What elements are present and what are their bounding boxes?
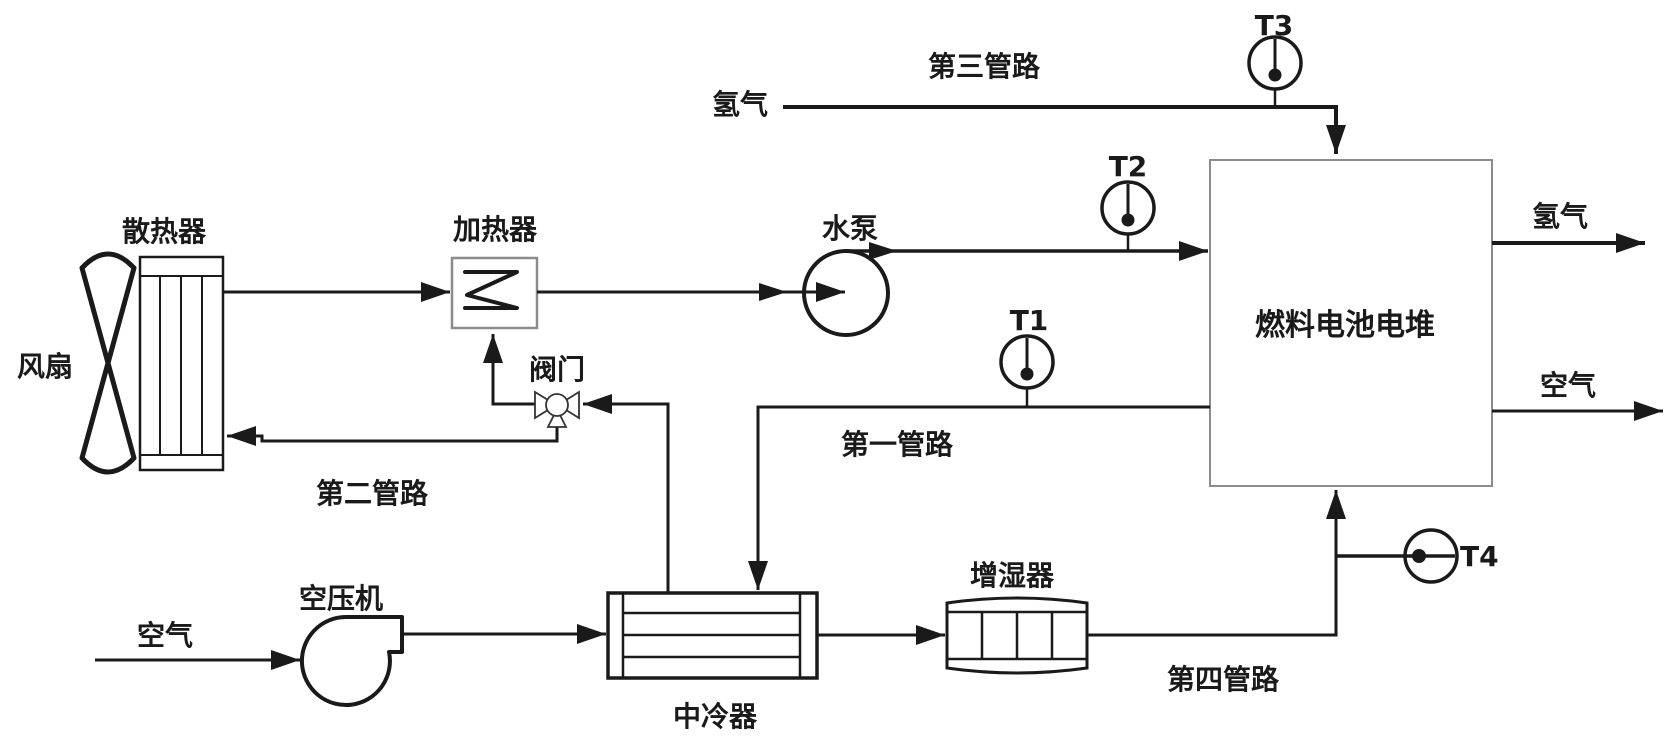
pump-outlet-arrow xyxy=(869,242,897,260)
sensor-t1-label: T1 xyxy=(1010,304,1049,337)
valve-label: 阀门 xyxy=(529,353,585,386)
pipes xyxy=(95,105,1663,670)
pipe-first xyxy=(748,405,1210,590)
pump-label: 水泵 xyxy=(822,212,878,245)
intercooler-label: 中冷器 xyxy=(673,700,758,733)
hydrogen-in-label: 氢气 xyxy=(712,88,768,121)
compressor-icon xyxy=(299,615,404,707)
compressor-label: 空压机 xyxy=(299,582,383,615)
pipe-valve-heater xyxy=(483,334,535,406)
stack-label: 燃料电池电堆 xyxy=(1255,308,1435,343)
fuel-cell-stack-box xyxy=(1209,159,1493,487)
pipeline-first-label: 第一管路 xyxy=(841,428,954,461)
pipe-third xyxy=(783,105,1346,154)
sensor-t4-label: T4 xyxy=(1460,540,1499,573)
heater-icon xyxy=(450,256,539,330)
sensor-t2-icon xyxy=(1100,180,1156,251)
pump-inlet-arrow xyxy=(759,283,787,301)
heater-label: 加热器 xyxy=(453,213,538,246)
pipeline-fourth-label: 第四管路 xyxy=(1167,663,1280,696)
pipe-fourth xyxy=(1087,490,1346,637)
sensor-t3-icon xyxy=(1247,35,1303,107)
pipe-intercooler-valve xyxy=(583,394,670,593)
pipeline-third-label: 第三管路 xyxy=(928,50,1041,83)
sensor-t3-label: T3 xyxy=(1255,9,1294,42)
humidifier-icon xyxy=(945,596,1089,675)
valve-icon xyxy=(534,390,580,428)
humidifier-label: 增湿器 xyxy=(970,559,1055,592)
air-in-label: 空气 xyxy=(137,619,193,652)
radiator-icon xyxy=(138,255,225,472)
sensor-t1-icon xyxy=(999,334,1055,407)
hydrogen-out-label: 氢气 xyxy=(1532,200,1588,233)
fan-label: 风扇 xyxy=(17,350,73,383)
sensor-t2-label: T2 xyxy=(1109,150,1148,183)
air-out-label: 空气 xyxy=(1540,369,1596,402)
fan-icon xyxy=(79,251,137,475)
intercooler-icon xyxy=(606,591,819,680)
pipeline-second-label: 第二管路 xyxy=(316,477,429,510)
pump-flow-arrows xyxy=(759,242,897,301)
radiator-label: 散热器 xyxy=(122,215,207,248)
pipe-second xyxy=(227,426,559,446)
sensor-t4-icon xyxy=(1336,528,1459,584)
